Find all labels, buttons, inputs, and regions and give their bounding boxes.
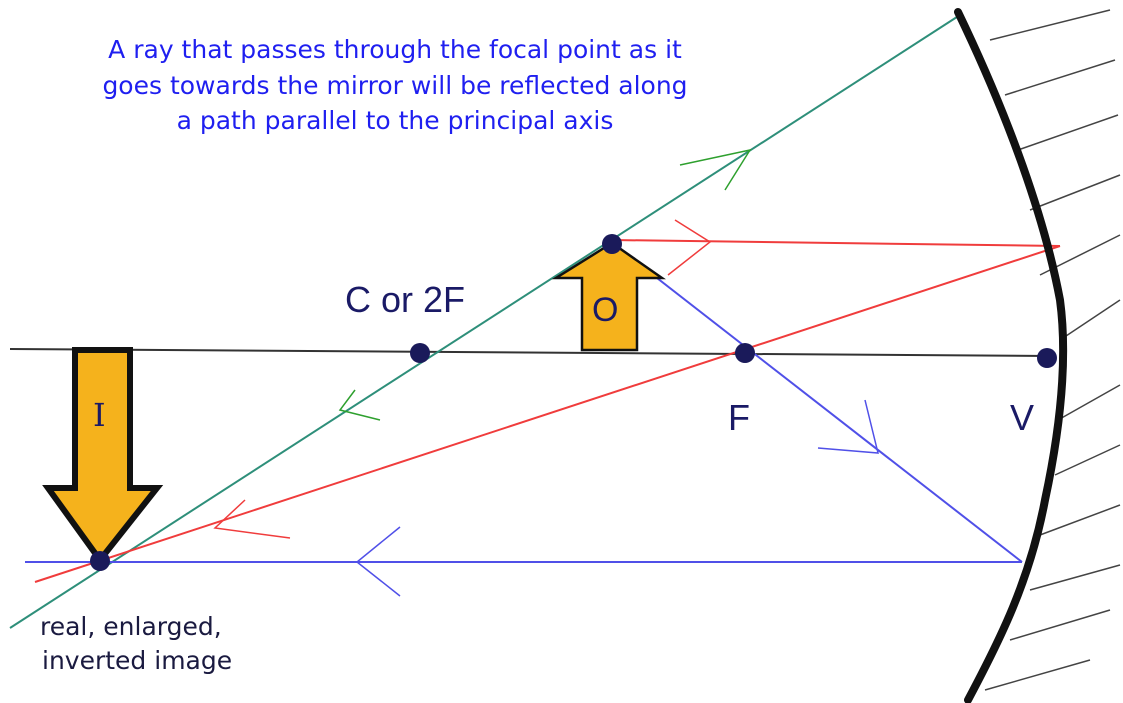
ray-red-arrow-bottom xyxy=(213,499,291,539)
ray-blue-arrow-bottom xyxy=(355,526,401,597)
image-arrow xyxy=(42,347,164,565)
principal-axis xyxy=(9,348,1051,357)
ray-green-arrow-bottom xyxy=(338,389,381,421)
caption-line-3: a path parallel to the principal axis xyxy=(176,106,614,135)
ray-red-incident xyxy=(611,239,1061,247)
point-center xyxy=(410,343,430,363)
ray-green xyxy=(9,14,961,629)
image-note-line-2: inverted image xyxy=(42,646,233,675)
point-vertex xyxy=(1037,348,1057,368)
point-image-tip xyxy=(90,551,110,571)
mirror-hatching xyxy=(984,9,1121,691)
label-focal: F xyxy=(728,397,750,438)
point-focal xyxy=(735,343,755,363)
label-image: I xyxy=(93,396,106,434)
ray-blue-incident xyxy=(611,242,1023,563)
concave-mirror xyxy=(954,8,1068,703)
caption-line-1: A ray that passes through the focal poin… xyxy=(108,35,682,64)
label-object: O xyxy=(592,291,619,329)
ray-red-arrow-top xyxy=(667,219,712,276)
ray-red-reflected xyxy=(34,245,1061,583)
caption-line-2: goes towards the mirror will be reflecte… xyxy=(102,71,688,100)
label-center: C or 2F xyxy=(345,279,466,320)
point-object-tip xyxy=(602,234,622,254)
label-vertex: V xyxy=(1010,397,1035,438)
ray-blue-arrow xyxy=(817,399,879,454)
object-arrow xyxy=(551,241,666,352)
image-note-line-1: real, enlarged, xyxy=(40,612,222,641)
ray-green-arrow-top xyxy=(679,148,752,191)
